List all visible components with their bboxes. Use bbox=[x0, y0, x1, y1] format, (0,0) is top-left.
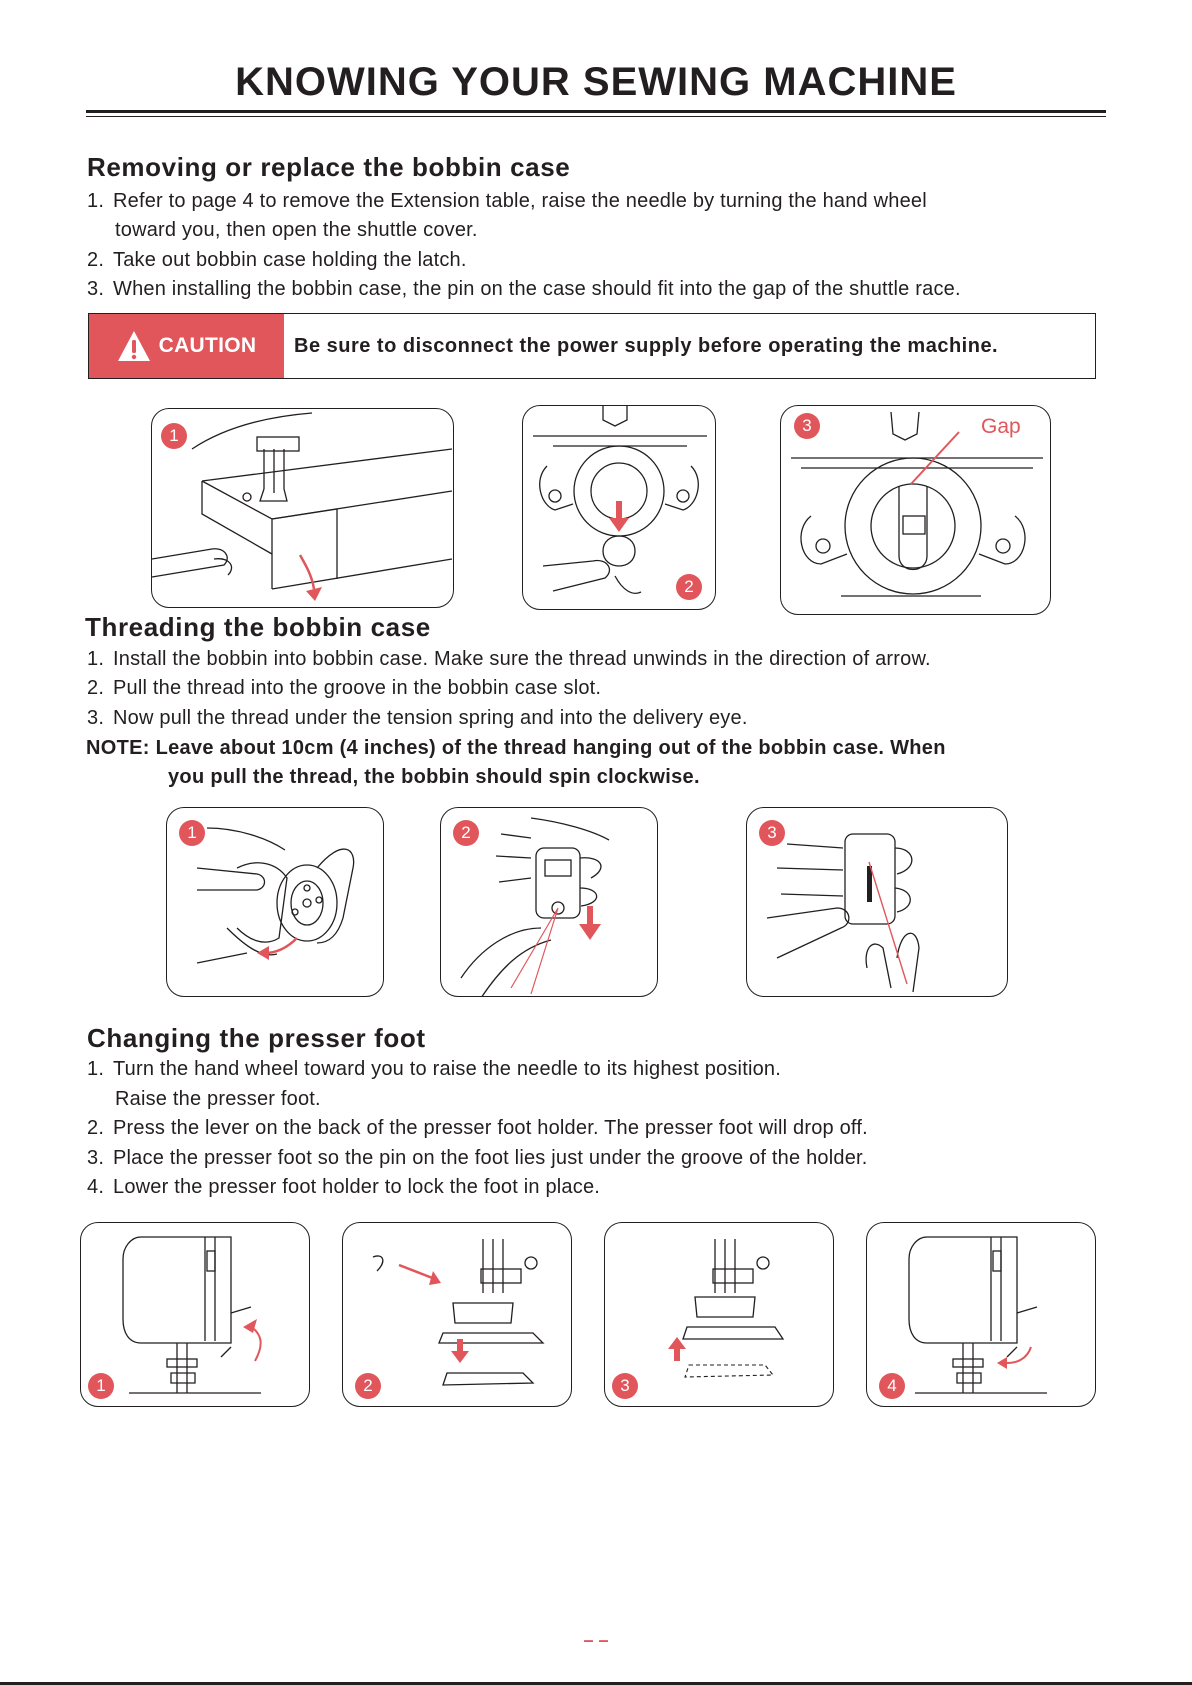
tension-spring-illustration bbox=[766, 833, 920, 993]
figure-badge: 4 bbox=[879, 1373, 905, 1399]
step-number: 1. bbox=[87, 648, 105, 670]
step-text: Raise the presser foot. bbox=[115, 1088, 321, 1110]
figure-raise-needle: 1 bbox=[80, 1222, 310, 1407]
figure-badge: 3 bbox=[759, 820, 785, 846]
step-text: Refer to page 4 to remove the Extension … bbox=[113, 190, 927, 212]
bobbin-case-illustration bbox=[533, 406, 707, 594]
caution-box: CAUTION Be sure to disconnect the power … bbox=[88, 313, 1096, 379]
machine-illustration bbox=[152, 412, 453, 601]
figure-remove-foot: 2 bbox=[342, 1222, 572, 1407]
title-rule-thin bbox=[86, 116, 1106, 117]
figure-install-bobbin-case: Gap 3 bbox=[780, 405, 1051, 615]
step-1-cont: toward you, then open the shuttle cover. bbox=[87, 216, 478, 246]
step-text: Now pull the thread under the tension sp… bbox=[113, 707, 748, 729]
step-number: 1. bbox=[87, 1058, 105, 1080]
step-number: 2. bbox=[87, 1117, 105, 1139]
step-1: 1. Turn the hand wheel toward you to rais… bbox=[87, 1055, 781, 1085]
step-text: Take out bobbin case holding the latch. bbox=[113, 249, 467, 271]
section-heading-presser-foot: Changing the presser foot bbox=[87, 1023, 426, 1053]
step-text: Install the bobbin into bobbin case. Mak… bbox=[113, 648, 931, 670]
step-1-cont: Raise the presser foot. bbox=[87, 1085, 321, 1115]
step-1: 1. Refer to page 4 to remove the Extensio… bbox=[87, 187, 927, 217]
step-number: 2. bbox=[87, 249, 105, 271]
title-rule bbox=[86, 110, 1106, 113]
note-line-1: NOTE: Leave about 10cm (4 inches) of the… bbox=[86, 737, 946, 759]
figure-badge: 2 bbox=[676, 574, 702, 600]
step-number: 1. bbox=[87, 190, 105, 212]
figure-open-shuttle-cover: 1 bbox=[151, 408, 454, 608]
step-text: Place the presser foot so the pin on the… bbox=[113, 1147, 868, 1169]
note-line-2: you pull the thread, the bobbin should s… bbox=[168, 766, 700, 788]
bottom-rule bbox=[0, 1682, 1192, 1685]
step-text: Press the lever on the back of the press… bbox=[113, 1117, 868, 1139]
caution-text: Be sure to disconnect the power supply b… bbox=[294, 334, 999, 357]
gap-label: Gap bbox=[981, 415, 1021, 438]
presser-foot-place-illustration bbox=[668, 1239, 785, 1378]
step-3: 3. Place the presser foot so the pin on t… bbox=[87, 1144, 868, 1174]
machine-side-illustration bbox=[122, 1236, 262, 1394]
step-4: 4. Lower the presser foot holder to lock … bbox=[87, 1173, 600, 1203]
page-title: KNOWING YOUR SEWING MACHINE bbox=[235, 60, 957, 104]
step-3: 3. Now pull the thread under the tension … bbox=[87, 704, 748, 734]
step-number: 3. bbox=[87, 707, 105, 729]
step-text: toward you, then open the shuttle cover. bbox=[115, 219, 478, 241]
figure-badge: 1 bbox=[179, 820, 205, 846]
figure-badge: 3 bbox=[794, 413, 820, 439]
figure-install-bobbin: 1 bbox=[166, 807, 384, 997]
section-heading-threading: Threading the bobbin case bbox=[85, 612, 431, 642]
step-number: 3. bbox=[87, 278, 105, 300]
figure-badge: 2 bbox=[355, 1373, 381, 1399]
figure-badge: 3 bbox=[612, 1373, 638, 1399]
figure-groove-slot: 2 bbox=[440, 807, 658, 997]
step-text: When installing the bobbin case, the pin… bbox=[113, 278, 961, 300]
step-number: 2. bbox=[87, 677, 105, 699]
step-text: Lower the presser foot holder to lock th… bbox=[113, 1176, 601, 1198]
bobbin-illustration bbox=[196, 827, 355, 964]
page-number-marker: – – bbox=[583, 1630, 609, 1650]
step-1: 1. Install the bobbin into bobbin case. M… bbox=[87, 645, 931, 675]
caution-label-text: CAUTION bbox=[158, 334, 257, 357]
figure-place-foot: 3 bbox=[604, 1222, 834, 1407]
figure-tension-spring: 3 bbox=[746, 807, 1008, 997]
figure-badge: 1 bbox=[88, 1373, 114, 1399]
figure-take-out-bobbin-case: 2 bbox=[522, 405, 716, 610]
step-number: 4. bbox=[87, 1176, 105, 1198]
figure-lock-foot: 4 bbox=[866, 1222, 1096, 1407]
step-2: 2. Take out bobbin case holding the latch… bbox=[87, 246, 467, 276]
bobbin-case-slot-illustration bbox=[460, 817, 610, 996]
section-heading-bobbin-case: Removing or replace the bobbin case bbox=[87, 152, 571, 182]
machine-side-lower-illustration bbox=[908, 1236, 1047, 1394]
step-text: Turn the hand wheel toward you to raise … bbox=[113, 1058, 781, 1080]
step-3: 3. When installing the bobbin case, the p… bbox=[87, 275, 961, 305]
caution-label: CAUTION bbox=[89, 314, 284, 378]
figure-badge: 1 bbox=[161, 423, 187, 449]
shuttle-race-illustration: Gap bbox=[791, 411, 1043, 597]
step-2: 2. Press the lever on the back of the pre… bbox=[87, 1114, 868, 1144]
step-2: 2. Pull the thread into the groove in the… bbox=[87, 674, 601, 704]
warning-icon bbox=[117, 331, 150, 361]
presser-foot-release-illustration bbox=[372, 1239, 545, 1386]
step-number: 3. bbox=[87, 1147, 105, 1169]
step-text: Pull the thread into the groove in the b… bbox=[113, 677, 602, 699]
figure-badge: 2 bbox=[453, 820, 479, 846]
